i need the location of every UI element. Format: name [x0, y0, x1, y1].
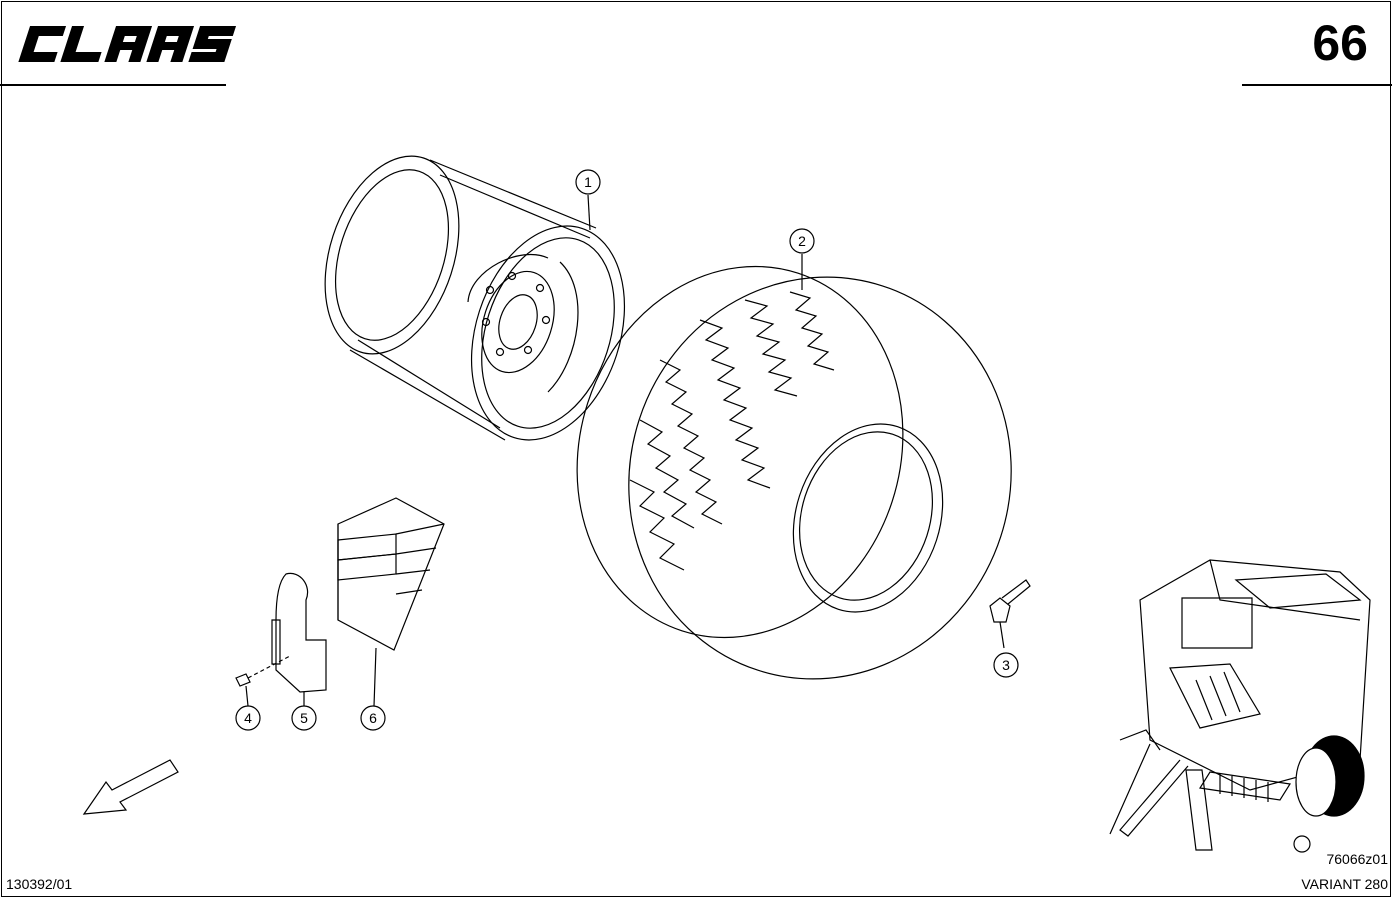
- page-number: 66: [1312, 15, 1368, 71]
- callout-3: 3: [993, 652, 1019, 678]
- leader-lines: [587, 194, 803, 290]
- wheel-rim-drawing: [324, 155, 626, 441]
- svg-text:6: 6: [369, 710, 377, 726]
- valve-drawing: [989, 579, 1031, 649]
- header-rule-right: [1242, 84, 1392, 86]
- callout-4: 4: [235, 705, 261, 731]
- bracket-drawing: [271, 572, 327, 706]
- bolt-drawing: [235, 655, 291, 707]
- svg-text:4: 4: [244, 710, 252, 726]
- callout-1: 1: [575, 169, 601, 195]
- tyre-drawing: [576, 265, 1012, 680]
- callout-5: 5: [291, 705, 317, 731]
- callout-2: 2: [789, 228, 815, 254]
- model-name: VARIANT 280: [1301, 876, 1388, 892]
- svg-text:1: 1: [584, 174, 592, 190]
- svg-text:2: 2: [798, 233, 806, 249]
- svg-text:5: 5: [300, 710, 308, 726]
- header-rule-left: [0, 84, 226, 86]
- svg-text:3: 3: [1002, 657, 1010, 673]
- document-reference: 130392/01: [6, 876, 73, 892]
- figure-code: 76066z01: [1326, 851, 1388, 867]
- wheel-chock-drawing: [337, 497, 445, 707]
- callout-6: 6: [360, 705, 386, 731]
- machine-inset-drawing: [1109, 559, 1371, 853]
- claas-logo: [18, 26, 236, 62]
- direction-arrow: [82, 759, 179, 815]
